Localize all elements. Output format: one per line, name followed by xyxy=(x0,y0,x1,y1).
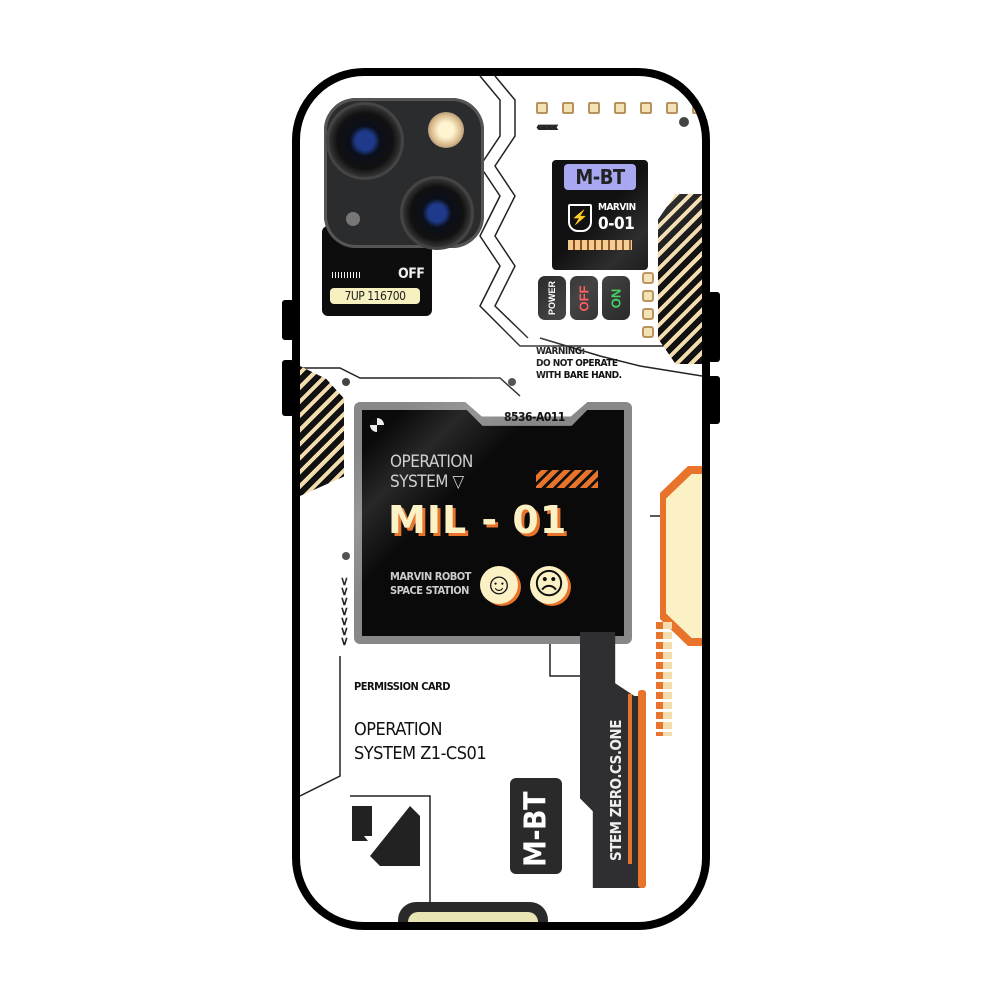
warning-line: WITH BARE HAND. xyxy=(536,370,622,381)
triangle-icon: ▽ xyxy=(452,472,464,492)
permission-system: OPERATION SYSTEM Z1-CS01 xyxy=(354,718,487,766)
station-line: SPACE STATION xyxy=(390,584,469,597)
chevron-strip-icon: ‹‹‹‹‹‹‹‹‹‹‹‹ xyxy=(536,118,559,134)
side-button-lower xyxy=(708,376,720,424)
serial-number: 8536-A011 xyxy=(504,410,565,424)
signal-bars-icon xyxy=(332,272,362,278)
os-line: OPERATION xyxy=(390,452,473,472)
permission-line: OPERATION xyxy=(354,719,442,740)
lightning-shield-icon: ⚡ xyxy=(568,204,592,232)
mbt-tag: M-BT xyxy=(510,778,562,874)
os-label: OPERATION SYSTEM ▽ xyxy=(390,452,473,492)
mute-switch xyxy=(282,300,294,340)
phone-case: ‹‹‹‹‹‹‹‹‹‹‹‹ OFF 7UP 116700 M-BT ⚡ MARVI… xyxy=(292,68,710,930)
mbt-card: M-BT ⚡ MARVIN 0-01 xyxy=(552,160,648,270)
mbt-title: M-BT xyxy=(564,164,636,190)
mbt-tag-label: M-BT xyxy=(518,791,554,868)
indicator-dots xyxy=(536,102,702,114)
warning-line: DO NOT OPERATE xyxy=(536,358,618,369)
model-name: MIL - 01 xyxy=(388,498,568,542)
hexagon-panel xyxy=(660,466,702,646)
orange-hazard-icon xyxy=(536,470,598,488)
smiley-icon: ☺ xyxy=(480,566,518,604)
power-key: POWER xyxy=(538,276,566,320)
power-side-button xyxy=(708,292,720,362)
mbt-name: MARVIN xyxy=(598,202,636,213)
vertical-label: STEM ZERO.CS.ONE xyxy=(607,720,625,861)
main-screen-frame: OPERATION SYSTEM ▽ MIL - 01 MARVIN ROBOT… xyxy=(354,402,632,644)
os-line: SYSTEM xyxy=(390,472,448,492)
warning-text: WARNING: DO NOT OPERATE WITH BARE HAND. xyxy=(536,346,622,382)
station-line: MARVIN ROBOT xyxy=(390,570,471,583)
orange-edge xyxy=(638,690,646,888)
bottom-display xyxy=(398,902,548,922)
permission-label: PERMISSION CARD xyxy=(354,680,451,693)
sad-face-icon: ☹ xyxy=(530,566,568,604)
chevron-column-icon: ∨∨∨∨∨∨∨ xyxy=(340,574,349,648)
main-screen: OPERATION SYSTEM ▽ MIL - 01 MARVIN ROBOT… xyxy=(362,410,624,636)
camera-status: OFF xyxy=(398,266,425,282)
station-label: MARVIN ROBOT SPACE STATION xyxy=(390,570,471,598)
permission-line: SYSTEM Z1-CS01 xyxy=(354,743,487,764)
side-dots xyxy=(642,272,654,338)
camera-module xyxy=(324,98,484,250)
camera-lens-icon xyxy=(400,176,474,250)
power-panel: POWER OFF ON xyxy=(538,276,630,320)
led-bar xyxy=(568,240,632,250)
on-key: ON xyxy=(602,276,630,320)
hazard-stripes-right xyxy=(658,194,702,364)
mbt-model: 0-01 xyxy=(598,214,635,234)
tick-strip xyxy=(656,622,672,736)
warning-line: WARNING: xyxy=(536,346,585,357)
camera-lens-icon xyxy=(326,102,404,180)
off-key: OFF xyxy=(570,276,598,320)
flash-icon xyxy=(428,112,464,148)
microphone-icon xyxy=(346,212,360,226)
radiation-icon xyxy=(370,418,384,432)
volume-button xyxy=(282,360,294,416)
camera-code: 7UP 116700 xyxy=(330,288,420,304)
